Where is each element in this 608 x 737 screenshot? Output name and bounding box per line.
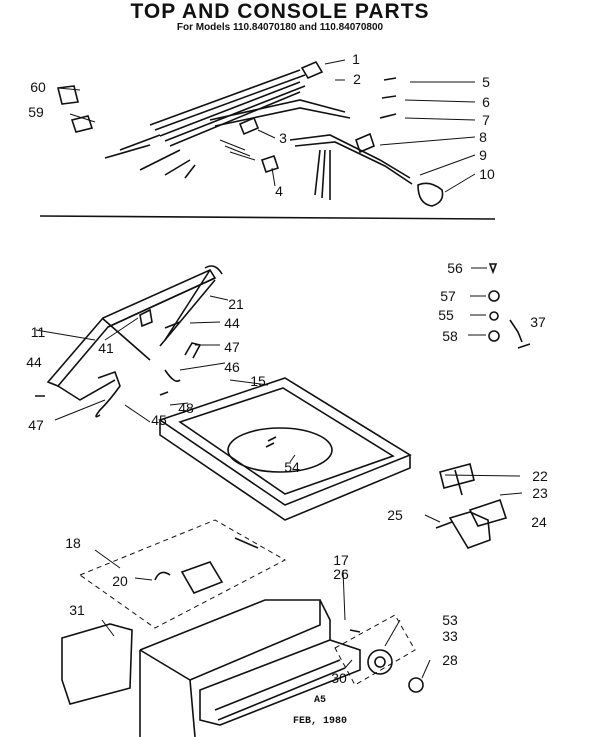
callout-label: 33 [442, 628, 458, 644]
callout-label: 2 [353, 71, 361, 87]
callout-label: 57 [440, 288, 456, 304]
callout-label: 7 [482, 112, 490, 128]
console-components [61, 537, 424, 705]
wire-harness-connectors [57, 60, 444, 207]
callout-label: 47 [224, 339, 240, 355]
callout-label: 1 [352, 51, 360, 67]
wire-harness [104, 69, 413, 200]
callout-label: 22 [532, 468, 548, 484]
diagram-subtitle: For Models 110.84070180 and 110.84070800 [176, 22, 384, 33]
callout-label: 44 [224, 315, 240, 331]
callout-label: 58 [442, 328, 458, 344]
callout-label: 55 [438, 307, 454, 323]
top-panel [158, 377, 412, 521]
callout-label: 37 [530, 314, 546, 330]
footer-date: FEB, 1980 [293, 716, 348, 727]
callout-label: 25 [387, 507, 403, 523]
callout-label: 20 [112, 573, 128, 589]
callout-label: 26 [333, 566, 349, 582]
callout-label: 54 [284, 459, 300, 475]
callout-label: 21 [228, 296, 244, 312]
callout-label: 18 [65, 535, 81, 551]
section-divider [39, 215, 496, 220]
console-dashed-groups [78, 519, 416, 686]
hardware-parts [35, 263, 531, 549]
callout-label: 48 [178, 400, 194, 416]
callout-label: 10 [479, 166, 495, 182]
callout-label: 11 [30, 324, 46, 340]
callout-label: 44 [26, 354, 42, 370]
callout-label: 5 [482, 74, 490, 90]
callout-label: 24 [531, 514, 547, 530]
callout-label: 56 [447, 260, 463, 276]
callout-label: 6 [482, 94, 490, 110]
lid-frame [46, 265, 223, 401]
callout-label: 41 [98, 340, 114, 356]
callout-label: 45 [151, 412, 167, 428]
footer-code: A5 [314, 695, 327, 706]
diagram-title: TOP AND CONSOLE PARTS [130, 0, 430, 23]
callout-label: 8 [479, 129, 487, 145]
top-leader-lines [57, 59, 476, 193]
callout-label: 23 [532, 485, 548, 501]
bottom-leader-lines [35, 295, 523, 679]
callout-label: 47 [28, 417, 44, 433]
callout-label: 15 [250, 373, 266, 389]
callout-label: 53 [442, 612, 458, 628]
callout-label: 9 [479, 147, 487, 163]
callout-label: 60 [30, 79, 46, 95]
console-cabinet [139, 599, 361, 737]
callout-label: 17 [333, 552, 349, 568]
callout-label: 31 [69, 602, 85, 618]
callout-label: 59 [28, 104, 44, 120]
callout-label: 4 [275, 183, 283, 199]
callout-label: 28 [442, 652, 458, 668]
callout-label: 46 [224, 359, 240, 375]
callout-label: 30 [331, 670, 347, 686]
callout-label: 3 [279, 130, 287, 146]
